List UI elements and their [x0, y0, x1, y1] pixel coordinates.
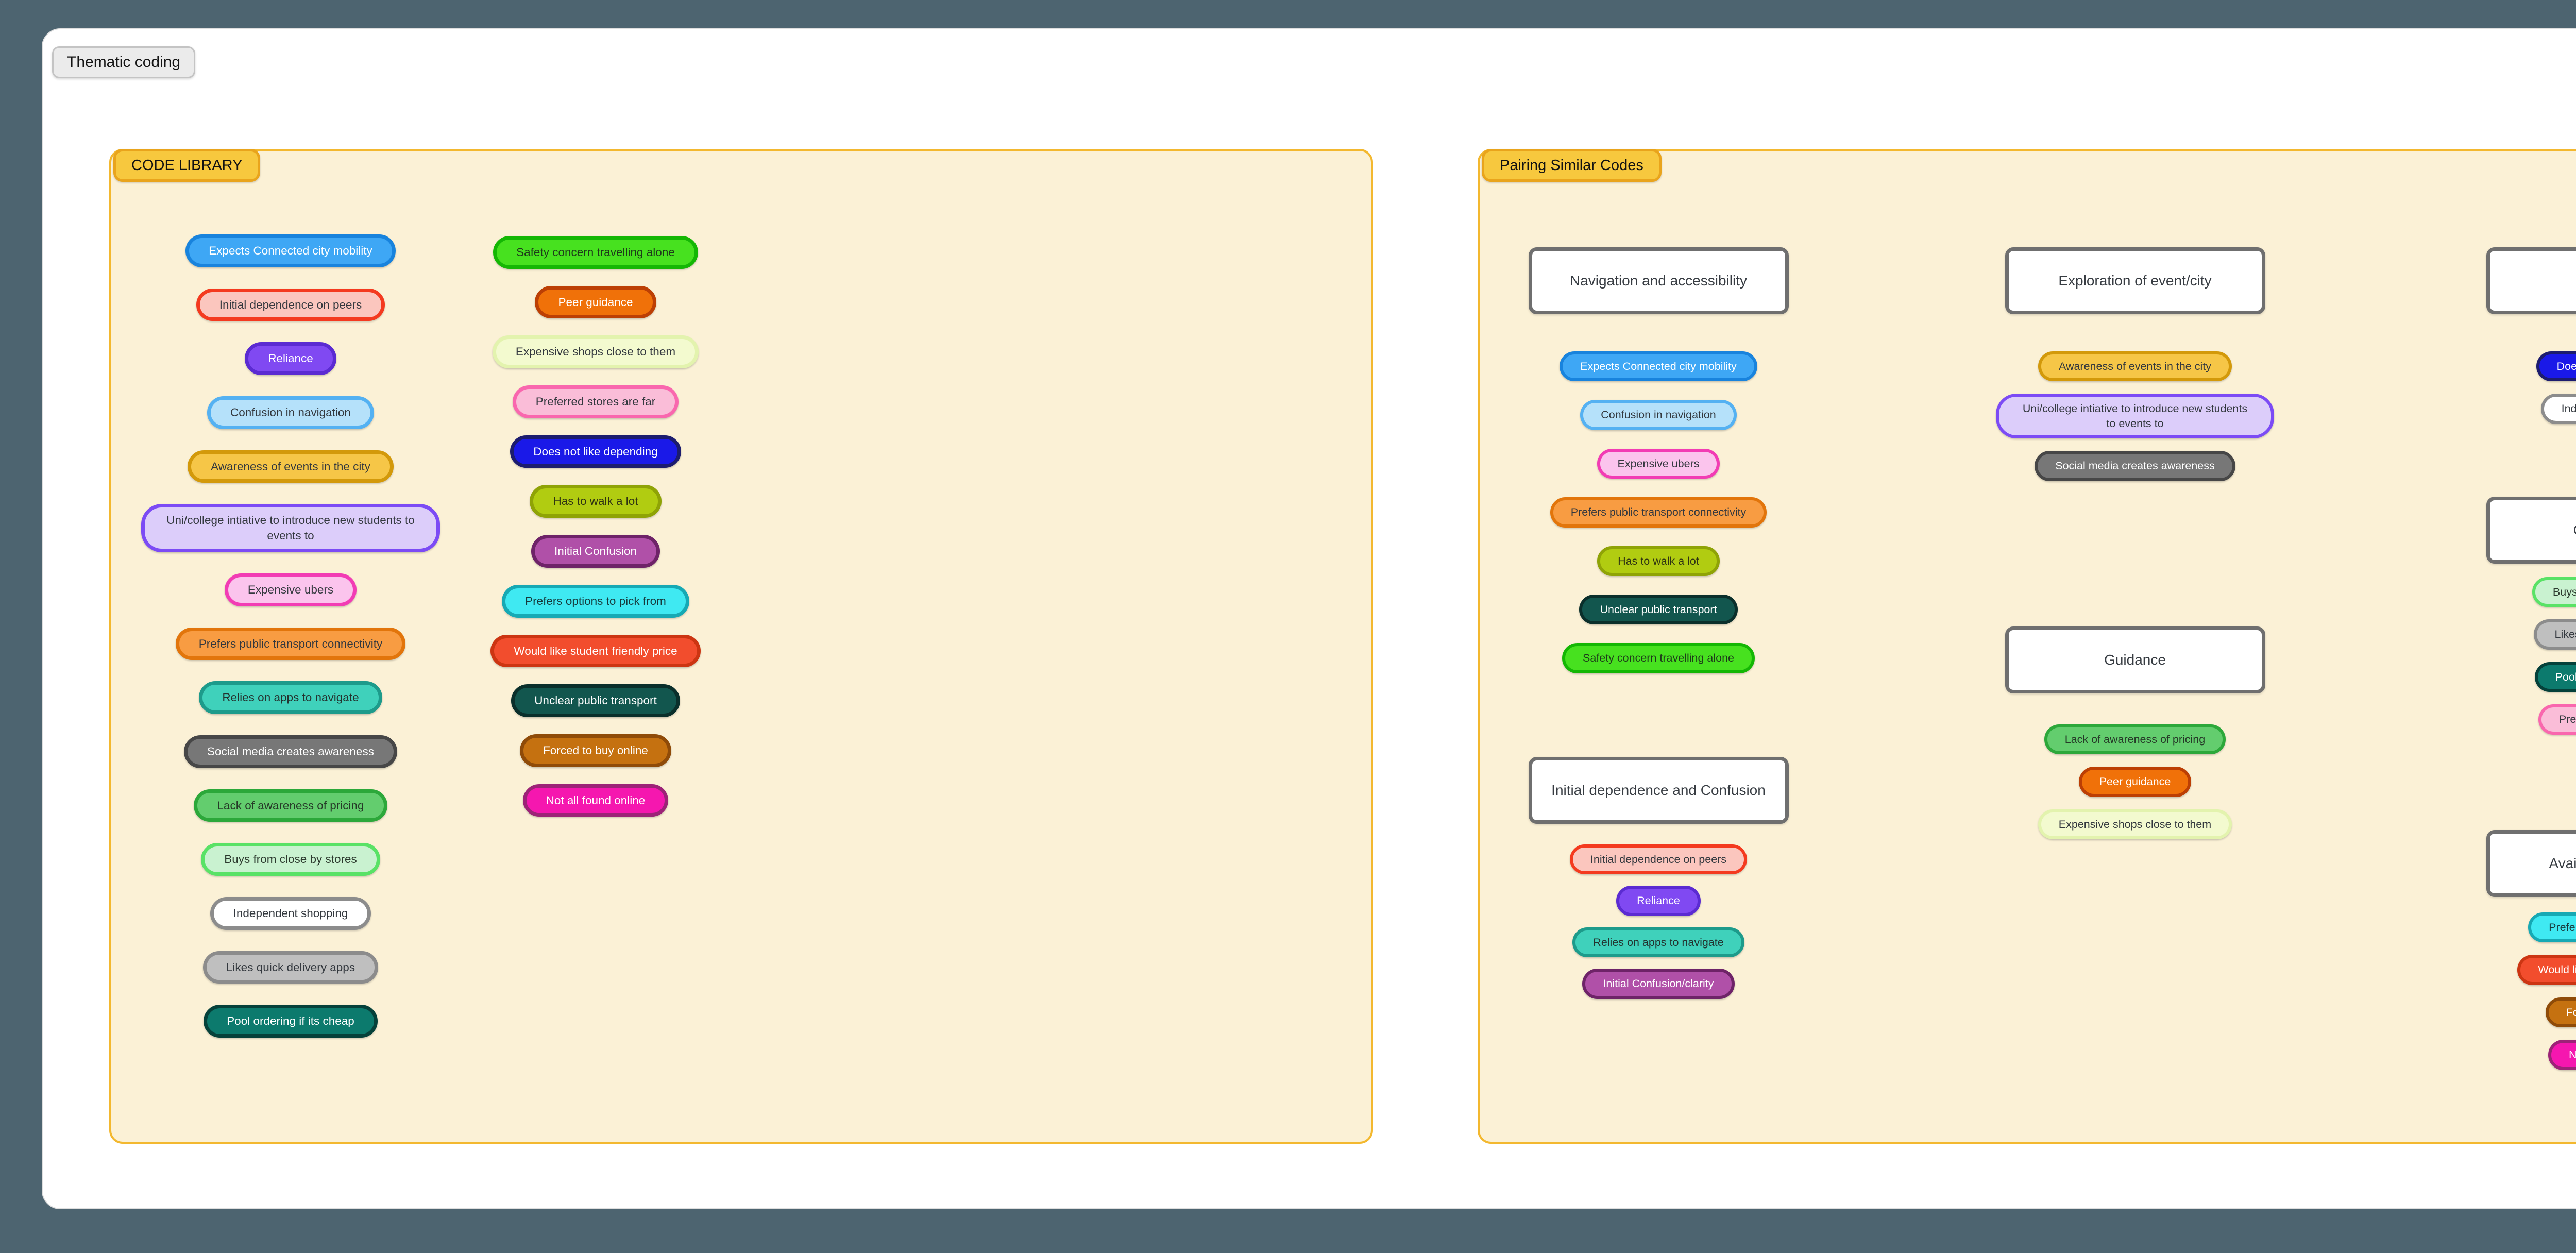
code-chip[interactable]: Reliance [245, 342, 336, 376]
code-chip[interactable]: Prefers options to pick from [502, 584, 689, 618]
code-chip[interactable]: Expects Connected city mobility [185, 234, 396, 267]
code-chip[interactable]: Uni/college intiative to introduce new s… [141, 504, 440, 552]
code-chip[interactable]: Awareness of events in the city [2038, 351, 2232, 382]
code-chip[interactable]: Social media creates awareness [184, 735, 397, 768]
whiteboard-canvas: Thematic coding CODE LIBRARY Expects Con… [42, 28, 2576, 1209]
code-chip[interactable]: Does not like depending [2536, 351, 2576, 382]
group-header-navigation[interactable]: Navigation and accessibility [1528, 247, 1789, 314]
code-chip[interactable]: Unclear public transport [511, 684, 680, 717]
code-chip[interactable]: Forced to buy online [520, 734, 671, 767]
code-chip[interactable]: Pool ordering if its cheap [204, 1005, 378, 1038]
code-chip[interactable]: Prefers public transport connectivity [175, 627, 406, 661]
code-chip[interactable]: Initial Confusion [531, 535, 660, 568]
group-header-quick-access[interactable]: Quick access [2486, 497, 2576, 564]
code-chip[interactable]: Expensive shops close to them [2038, 809, 2232, 840]
code-chip[interactable]: Would like student friendly price [2517, 955, 2576, 985]
pairing-tab[interactable]: Pairing Similar Codes [1482, 149, 1662, 182]
code-chip[interactable]: Lack of awareness of pricing [2044, 724, 2226, 755]
code-chip[interactable]: Not all found online [522, 784, 669, 817]
code-chip[interactable]: Would like student friendly price [490, 634, 701, 668]
group-navigation: Navigation and accessibility Expects Con… [1499, 247, 1818, 673]
group-header-availability[interactable]: Availability of options [2486, 830, 2576, 897]
code-chip[interactable]: Expensive ubers [224, 573, 357, 606]
code-chip[interactable]: Independent shopping [210, 896, 371, 930]
code-chip[interactable]: Initial dependence on peers [196, 288, 385, 321]
code-chip[interactable]: Expensive ubers [1597, 448, 1720, 479]
code-chip[interactable]: Buys from close by stores [201, 843, 380, 876]
group-header-initial-dependence[interactable]: Initial dependence and Confusion [1528, 757, 1789, 824]
code-chip[interactable]: Lack of awareness of pricing [194, 789, 387, 822]
code-chip[interactable]: Not all found online [2548, 1040, 2576, 1070]
code-chip[interactable]: Initial Confusion/clarity [1582, 969, 1735, 999]
code-chip[interactable]: Social media creates awareness [2035, 451, 2235, 481]
code-chip[interactable]: Pool ordering if its cheap [2534, 662, 2576, 692]
code-chip[interactable]: Peer guidance [2078, 767, 2192, 797]
code-chip[interactable]: Safety concern travelling alone [1562, 643, 1755, 673]
code-library-tab[interactable]: CODE LIBRARY [113, 149, 261, 182]
group-self-reliant: Self reliant Does not like dependingInde… [2456, 247, 2576, 424]
code-chip[interactable]: Likes quick delivery apps [202, 951, 379, 984]
code-chip[interactable]: Safety concern travelling alone [493, 236, 698, 269]
code-library-panel: CODE LIBRARY Expects Connected city mobi… [109, 149, 1373, 1144]
code-chip[interactable]: Awareness of events in the city [188, 450, 394, 483]
pairing-panel: Pairing Similar Codes Navigation and acc… [1478, 149, 2576, 1144]
group-initial-dependence: Initial dependence and Confusion Initial… [1499, 757, 1818, 999]
code-chip[interactable]: Initial dependence on peers [1569, 844, 1748, 875]
group-exploration: Exploration of event/city Awareness of e… [1975, 247, 2295, 481]
code-chip[interactable]: Uni/college intiative to introduce new s… [1996, 394, 2274, 439]
code-chip[interactable]: Forced to buy online [2545, 997, 2576, 1028]
code-chip[interactable]: Peer guidance [535, 285, 656, 319]
code-chip[interactable]: Prefers options to pick from [2528, 912, 2576, 943]
board-title-tag[interactable]: Thematic coding [52, 46, 196, 78]
group-chips-quick-access: Buys from close by storesLikes quick del… [2456, 577, 2576, 735]
code-chip[interactable]: Relies on apps to navigate [199, 681, 382, 714]
group-header-guidance[interactable]: Guidance [2005, 626, 2265, 693]
code-chip[interactable]: Unclear public transport [1579, 594, 1738, 625]
code-chip[interactable]: Has to walk a lot [1597, 546, 1720, 576]
code-chip[interactable]: Expensive shops close to them [492, 335, 699, 369]
group-availability: Availability of options Prefers options … [2456, 830, 2576, 1070]
code-chip[interactable]: Confusion in navigation [1580, 400, 1737, 430]
group-header-self-reliant[interactable]: Self reliant [2486, 247, 2576, 314]
code-chip[interactable]: Preferred stores are far [512, 385, 679, 418]
code-chip[interactable]: Reliance [1616, 886, 1701, 916]
code-chip[interactable]: Does not like depending [510, 435, 681, 468]
code-chip[interactable]: Confusion in navigation [207, 396, 374, 429]
code-chip[interactable]: Preferred stores are far [2538, 704, 2576, 735]
code-chip[interactable]: Likes quick delivery apps [2534, 619, 2576, 650]
group-chips-self-reliant: Does not like dependingIndependent shopp… [2456, 351, 2576, 424]
group-quick-access: Quick access Buys from close by storesLi… [2456, 497, 2576, 735]
code-chip[interactable]: Relies on apps to navigate [1572, 927, 1744, 958]
code-chip[interactable]: Prefers public transport connectivity [1550, 497, 1767, 528]
code-chip[interactable]: Independent shopping [2540, 394, 2576, 424]
code-chip[interactable]: Buys from close by stores [2532, 577, 2576, 607]
group-header-exploration[interactable]: Exploration of event/city [2005, 247, 2265, 314]
code-chip[interactable]: Expects Connected city mobility [1560, 351, 1757, 382]
code-chip[interactable]: Has to walk a lot [530, 485, 662, 518]
